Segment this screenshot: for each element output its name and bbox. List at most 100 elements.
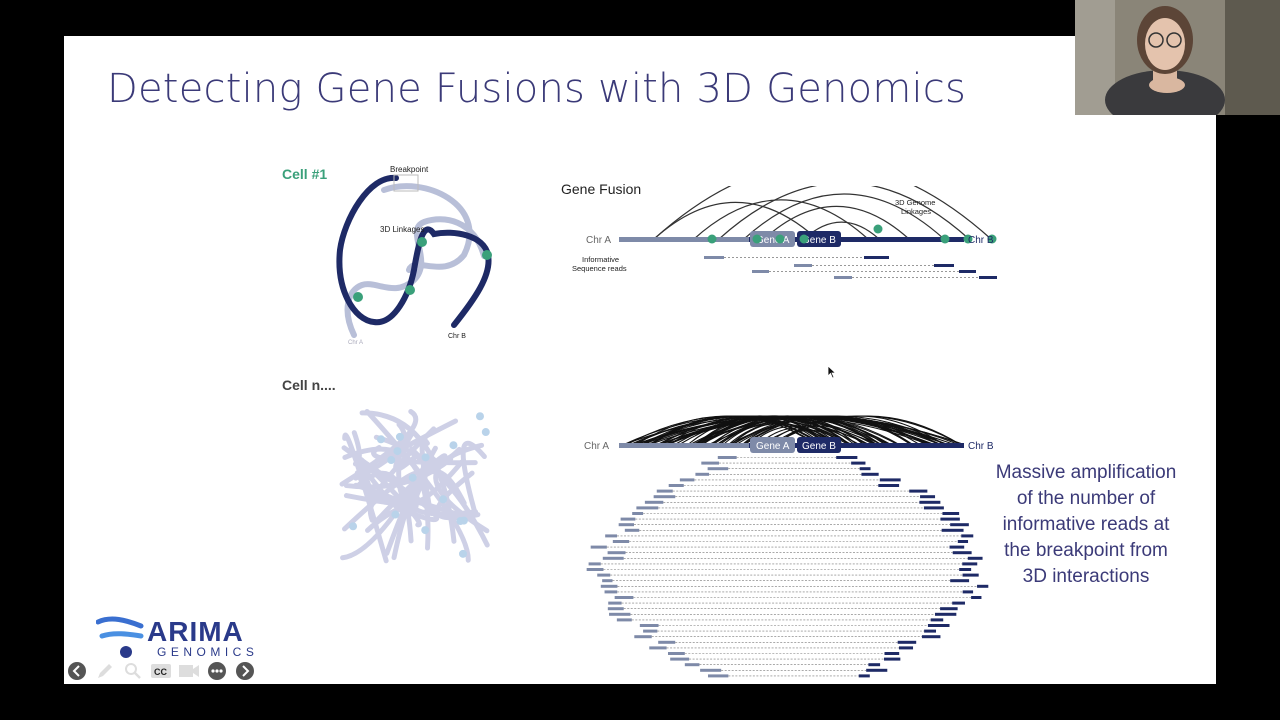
linkage-arc (723, 421, 828, 445)
bottom-chr-a-label: Chr A (584, 441, 609, 452)
captions-icon[interactable]: CC (150, 660, 172, 682)
sequence-read (959, 270, 976, 273)
sequence-read (602, 556, 624, 560)
linkage-arc (743, 193, 945, 240)
sequence-read (634, 635, 652, 639)
sequence-read (962, 562, 978, 566)
chromatin-strand (396, 445, 465, 506)
sequence-read (920, 495, 936, 499)
sequence-read (962, 573, 979, 577)
sequence-read (590, 545, 607, 549)
chromatin-strand (343, 482, 403, 506)
sequence-read (919, 500, 941, 504)
linkage-dot (408, 473, 417, 482)
sequence-read (684, 663, 700, 667)
celln-label: Cell n.... (282, 377, 336, 393)
sequence-read (644, 500, 664, 504)
linkage-dot (707, 234, 717, 244)
sequence-read (979, 276, 997, 279)
genome-linkages-label-2: Linkages (901, 207, 931, 216)
cell1-chromatin-diagram: Breakpoint 3D Linkages Chr A Chr B (336, 165, 492, 346)
sequence-read (897, 640, 917, 644)
linkage-dot (481, 428, 490, 437)
sequence-read (620, 517, 636, 521)
arima-logo-mark (96, 616, 144, 658)
sequence-read (695, 472, 710, 476)
sequence-read (649, 646, 667, 650)
linkage-dot (775, 234, 785, 244)
fusion-chr-a-label: Chr A (586, 235, 611, 246)
bottom-gene-a-label: Gene A (756, 441, 790, 452)
sequence-read (923, 506, 944, 510)
sequence-read (609, 612, 631, 616)
celln-chromatin-blob (339, 408, 490, 564)
linkage-dot (395, 432, 404, 441)
sequence-read (866, 668, 888, 672)
arrow-left-icon[interactable] (66, 660, 88, 682)
logo-text: ARIMA (147, 616, 244, 647)
sequence-read (851, 461, 866, 465)
cell1-chr-b-label: Chr B (448, 333, 466, 340)
sequence-read (927, 624, 950, 627)
sequence-read (636, 506, 659, 510)
sequence-read (924, 629, 937, 633)
linkage-dot (391, 510, 400, 519)
sequence-read (612, 540, 630, 543)
informative-label-1: Informative (582, 255, 619, 264)
sequence-read (930, 618, 944, 622)
chromatin-strand (358, 457, 422, 528)
chromatin-strand (342, 432, 389, 564)
chromatin-strand (342, 446, 431, 551)
sequence-read (942, 512, 960, 515)
pen-icon[interactable] (94, 660, 116, 682)
arrow-right-icon[interactable] (234, 660, 256, 682)
sequence-read (656, 489, 673, 493)
svg-text:CC: CC (154, 667, 167, 677)
amplification-caption: Massive amplification of the number of i… (995, 462, 1177, 587)
gene-b-label: Gene B (802, 235, 836, 246)
linkage-arc (650, 415, 815, 445)
sequence-read (668, 484, 684, 487)
cell1-chr-a-label: Chr A (348, 340, 363, 346)
chromatin-strand (359, 410, 457, 544)
gene-fusion-label: Gene Fusion (561, 181, 642, 197)
linkages-label: 3D Linkages (380, 225, 424, 234)
sequence-read (658, 640, 676, 644)
sequence-read (704, 256, 724, 259)
presenter-avatar (1075, 0, 1280, 115)
sequence-read (868, 663, 881, 667)
linkage-dot (449, 441, 458, 450)
sequence-read (608, 601, 622, 605)
sequence-read (971, 596, 982, 599)
linkage-arc (625, 415, 928, 445)
slide: Detecting Gene Fusions with 3D Genomics … (64, 36, 1216, 684)
linkage-dot (376, 435, 385, 444)
sequence-read (586, 568, 604, 571)
linkage-dot (459, 516, 468, 525)
sequence-read (607, 607, 624, 611)
sequence-read (950, 523, 969, 527)
webcam-video (1075, 0, 1280, 115)
sequence-read (921, 635, 941, 639)
more-icon[interactable] (206, 660, 228, 682)
sequence-read (884, 652, 900, 655)
linkage-dot (439, 495, 448, 504)
linkage-dot (393, 447, 402, 456)
sequence-read (950, 579, 970, 583)
sequence-read (679, 478, 695, 482)
gene-fusion-diagram: Gene A Gene B Chr A Chr B 3D Genome Link… (572, 186, 997, 279)
zoom-icon[interactable] (122, 660, 144, 682)
sequence-read (962, 590, 974, 594)
sequence-read (752, 270, 769, 273)
sequence-read (940, 517, 960, 521)
linkage-dot (963, 234, 973, 244)
video-icon[interactable] (178, 660, 200, 682)
sequence-read (614, 596, 634, 599)
linkage-dot (752, 234, 762, 244)
genome-linkages-label-1: 3D Genome (895, 198, 935, 207)
sequence-read (858, 674, 870, 678)
amplified-reads-diagram: Gene A Gene B Chr A Chr B (584, 415, 994, 678)
linkage-dot (387, 456, 396, 465)
linkage-arc (718, 186, 970, 240)
sequence-read (899, 646, 914, 650)
